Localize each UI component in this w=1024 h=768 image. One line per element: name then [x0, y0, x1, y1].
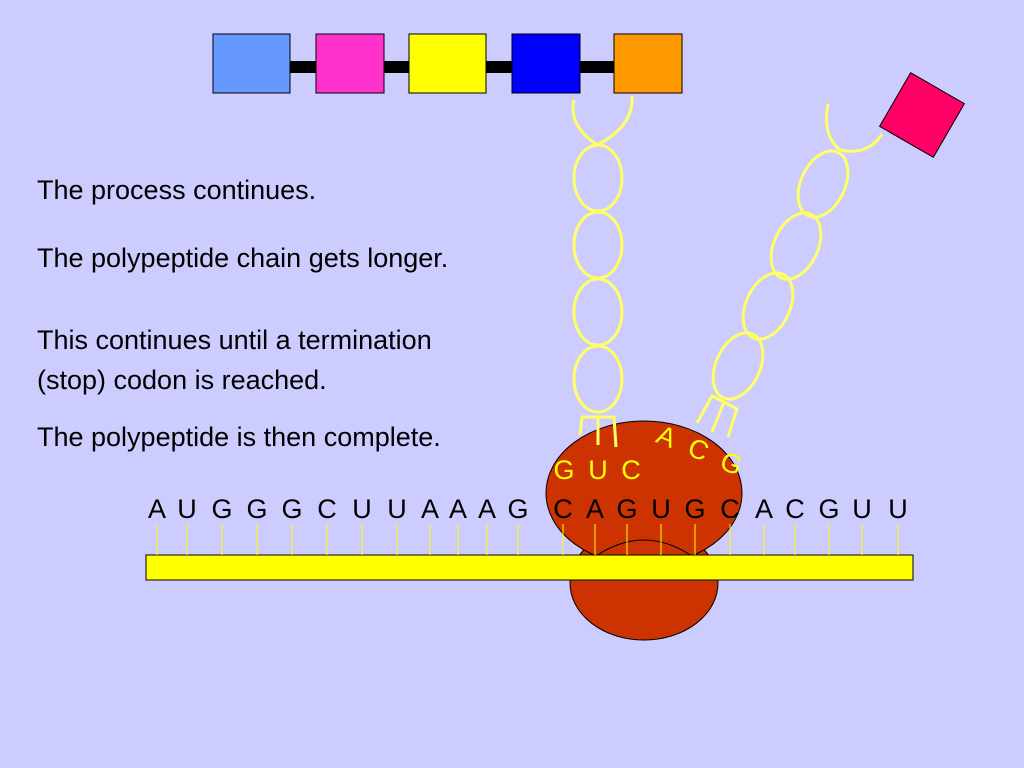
ribosome: [545, 420, 743, 641]
trna-2-loop-1: [796, 149, 850, 219]
amino-acid-5: [613, 33, 683, 94]
mrna-base: A: [421, 494, 439, 524]
mrna-base: A: [449, 494, 467, 524]
mrna-base: A: [148, 494, 166, 524]
trna-2-stem-right: [723, 400, 739, 438]
trna-2-arm-right: [839, 133, 884, 153]
new-amino-acid: [878, 71, 966, 159]
trna-2-loop-4: [711, 331, 765, 401]
trna-2-stem-left: [695, 394, 726, 433]
mrna-base: C: [720, 494, 740, 524]
mrna-base: G: [281, 494, 302, 524]
mrna-base: G: [507, 494, 528, 524]
mrna-base: C: [317, 494, 337, 524]
mrna-base: U: [651, 494, 671, 524]
mrna-base: G: [818, 494, 839, 524]
mrna-base: G: [616, 494, 637, 524]
amino-acid-1: [212, 33, 291, 94]
trna-1-arm-left: [571, 99, 598, 147]
trna-1-arm-right: [596, 95, 634, 147]
ribosome-large-subunit: [545, 420, 743, 566]
text-process-continues: The process continues.: [37, 175, 317, 205]
trna-1-loop-4: [572, 344, 624, 414]
mrna-base: A: [586, 494, 604, 524]
text-chain-longer: The polypeptide chain gets longer.: [37, 243, 449, 273]
mrna-base: U: [177, 494, 197, 524]
text-polypeptide-complete: The polypeptide is then complete.: [37, 422, 441, 452]
polypeptide-chain: [212, 33, 683, 94]
trna-1-loop-3: [572, 277, 624, 347]
mrna-base: U: [852, 494, 872, 524]
anticodon-base: C: [621, 455, 641, 485]
trna-1-stem-right: [598, 415, 618, 448]
mrna-base: C: [553, 494, 573, 524]
mrna-base: G: [246, 494, 267, 524]
trna-1-loop-2: [572, 210, 624, 280]
text-termination-line2: (stop) codon is reached.: [37, 365, 327, 395]
trna-2: [695, 103, 884, 438]
mrna-base: G: [684, 494, 705, 524]
mrna-base: U: [352, 494, 372, 524]
amino-acid-4: [511, 33, 581, 94]
mrna-strand: [145, 554, 914, 581]
trna-2-arm-left: [825, 103, 842, 152]
mrna-base: G: [211, 494, 232, 524]
trna-1-loop-1: [572, 143, 624, 213]
text-termination-line1: This continues until a termination: [37, 325, 432, 355]
mrna-base: A: [755, 494, 773, 524]
amino-acid-3: [408, 33, 487, 94]
anticodon-base: G: [553, 455, 574, 485]
trna-1-stem-left: [578, 415, 600, 445]
trna-2-loop-3: [741, 271, 795, 341]
trna-1: [571, 95, 634, 448]
mrna-base-ticks: [156, 524, 899, 555]
mrna-base: U: [387, 494, 407, 524]
trna-2-loop-2: [769, 211, 823, 281]
mrna-base: C: [785, 494, 805, 524]
anticodon-base: U: [588, 455, 608, 485]
mrna-base: U: [888, 494, 908, 524]
amino-acid-2: [315, 33, 385, 94]
mrna-base: A: [478, 494, 496, 524]
